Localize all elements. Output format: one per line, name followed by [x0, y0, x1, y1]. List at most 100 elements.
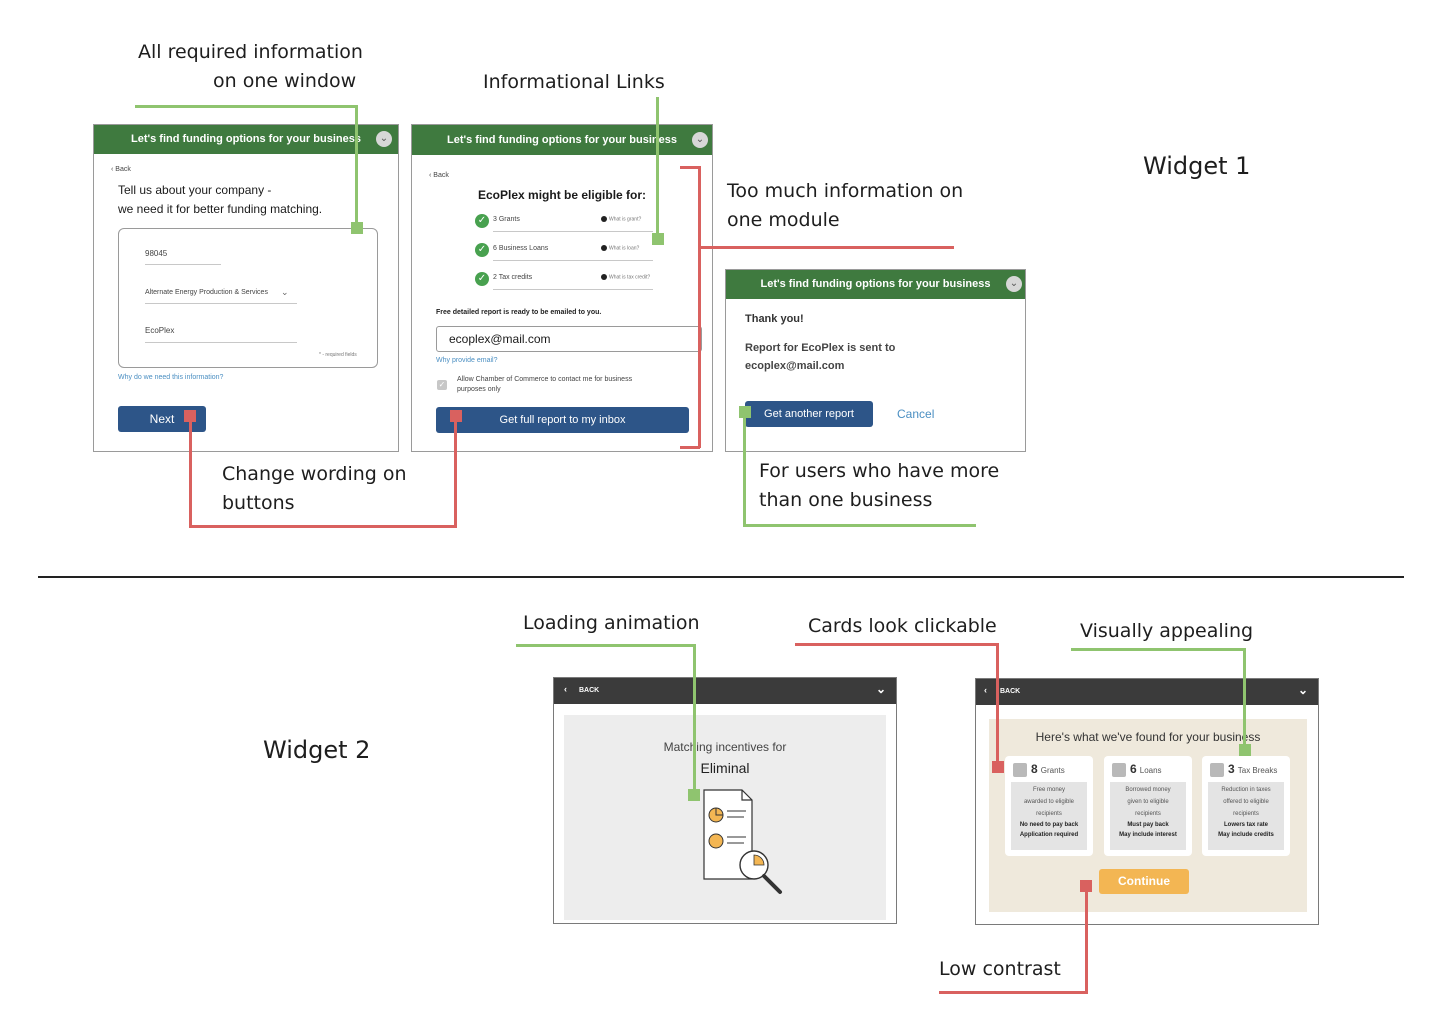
loans-count: 6	[1130, 762, 1137, 776]
report-sent-line1: Report for EcoPlex is sent to	[745, 342, 896, 354]
callout-line	[680, 166, 700, 169]
check-icon: ✓	[475, 243, 489, 257]
annotation-change-wording-line1: Change wording on	[222, 463, 407, 485]
tax-breaks-card-description: Reduction in taxes offered to eligible r…	[1208, 782, 1284, 850]
grants-card[interactable]: 8 Grants Free money awarded to eligible …	[1005, 756, 1093, 856]
callout-line	[743, 524, 976, 527]
info-icon	[601, 216, 607, 222]
tax-breaks-desc-2: offered to eligible	[1223, 799, 1269, 805]
widget1-screen-thank-you: Let's find funding options for your busi…	[725, 269, 1026, 452]
grants-card-title: 8 Grants	[1013, 762, 1065, 778]
collapse-chevron-icon[interactable]: ⌄	[1006, 276, 1022, 292]
what-is-loan-link[interactable]: What is loan?	[601, 245, 639, 251]
zip-field[interactable]: 98045	[145, 249, 168, 258]
back-link[interactable]: ‹ Back	[111, 166, 131, 173]
divider	[493, 289, 653, 290]
industry-chevron-down-icon[interactable]: ⌄	[281, 287, 289, 297]
label-widget-1: Widget 1	[1143, 152, 1251, 180]
widget2-screen-results: ‹ BACK ⌄ Here's what we've found for you…	[975, 678, 1319, 925]
eligibility-heading: EcoPlex might be eligible for:	[478, 188, 647, 202]
results-heading: Here's what we've found for your busines…	[1035, 730, 1261, 744]
company-heading: Tell us about your company - we need it …	[118, 181, 322, 219]
grants-count: 8	[1031, 762, 1038, 776]
email-input[interactable]: ecoplex@mail.com	[436, 326, 702, 352]
consent-text: Allow Chamber of Commerce to contact me …	[457, 375, 632, 395]
back-link[interactable]: ‹ Back	[429, 172, 449, 179]
industry-select[interactable]: Alternate Energy Production & Services	[145, 289, 268, 296]
grants-desc-3: recipients	[1036, 811, 1062, 817]
tax-breaks-label: Tax Breaks	[1237, 766, 1278, 775]
callout-line	[189, 525, 457, 528]
consent-text-line2: purposes only	[457, 386, 501, 393]
back-label[interactable]: BACK	[1000, 688, 1021, 695]
why-info-link[interactable]: Why do we need this information?	[118, 374, 224, 381]
company-fields-box: 98045 Alternate Energy Production & Serv…	[118, 228, 378, 368]
consent-checkbox[interactable]: ✓	[437, 380, 447, 390]
company-name-field[interactable]: EcoPlex	[145, 326, 175, 335]
report-sent-text: Report for EcoPlex is sent to ecoplex@ma…	[745, 339, 895, 375]
grants-icon	[1013, 763, 1027, 778]
tax-breaks-bold-1: Lowers tax rate	[1223, 822, 1269, 828]
get-full-report-button[interactable]: Get full report to my inbox	[436, 407, 689, 433]
widget1-screen2-header: Let's find funding options for your busi…	[412, 125, 712, 155]
back-chevron-icon[interactable]: ‹	[564, 684, 567, 694]
annotation-too-much-line2: one module	[727, 209, 840, 231]
annotation-loading-animation: Loading animation	[523, 612, 700, 634]
why-email-link[interactable]: Why provide email?	[436, 357, 498, 364]
tax-breaks-count: 3	[1228, 762, 1235, 776]
what-is-loan-label: What is loan?	[609, 245, 640, 252]
divider	[493, 231, 653, 232]
collapse-chevron-icon[interactable]: ⌄	[692, 132, 708, 148]
grants-bold-2: Application required	[1019, 832, 1079, 838]
what-is-grant-link[interactable]: What is grant?	[601, 216, 641, 222]
widget1-screen2-header-title: Let's find funding options for your busi…	[447, 134, 677, 146]
callout-marker	[992, 761, 1004, 773]
widget1-screen3-header: Let's find funding options for your busi…	[726, 270, 1025, 299]
get-another-report-button[interactable]: Get another report	[745, 401, 873, 427]
grants-bold-1: No need to pay back	[1019, 822, 1079, 828]
loans-card[interactable]: 6 Loans Borrowed money given to eligible…	[1104, 756, 1192, 856]
loans-icon	[1112, 763, 1126, 778]
loading-panel: Matching incentives for Eliminal	[564, 715, 886, 920]
loans-desc-2: given to eligible	[1127, 799, 1169, 805]
loans-desc-3: recipients	[1135, 811, 1161, 817]
loans-bold-2: May include interest	[1119, 832, 1177, 838]
back-chevron-icon[interactable]: ‹	[984, 685, 987, 695]
industry-underline	[145, 303, 297, 304]
annotation-all-required-line2: on one window	[213, 70, 357, 92]
callout-line	[135, 105, 357, 108]
widget1-screen1-header-title: Let's find funding options for your busi…	[131, 133, 361, 145]
zip-field-underline	[145, 264, 221, 265]
report-search-icon	[703, 789, 782, 894]
widget1-screen3-header-title: Let's find funding options for your busi…	[760, 278, 991, 290]
annotation-cards-clickable: Cards look clickable	[808, 615, 997, 637]
tax-breaks-bold-2: May include credits	[1218, 832, 1274, 838]
report-sent-line2: ecoplex@mail.com	[745, 360, 845, 372]
loans-card-description: Borrowed money given to eligible recipie…	[1110, 782, 1186, 850]
loans-desc-1: Borrowed money	[1125, 787, 1171, 793]
widget2-screen-loading: ‹ BACK ⌄ Matching incentives for Elimina…	[553, 677, 897, 924]
company-heading-line2: we need it for better funding matching.	[118, 202, 323, 216]
tax-breaks-desc-1: Reduction in taxes	[1221, 787, 1271, 793]
callout-line	[656, 97, 659, 238]
annotation-more-business-line1: For users who have more	[759, 460, 1000, 482]
annotation-informational-links: Informational Links	[483, 71, 665, 93]
company-heading-line1: Tell us about your company -	[118, 183, 272, 197]
collapse-chevron-icon[interactable]: ⌄	[376, 131, 392, 147]
collapse-chevron-icon[interactable]: ⌄	[1297, 683, 1308, 697]
continue-button[interactable]: Continue	[1099, 869, 1189, 894]
back-label: Back	[115, 166, 131, 173]
tax-breaks-card[interactable]: 3 Tax Breaks Reduction in taxes offered …	[1202, 756, 1290, 856]
callout-marker	[652, 233, 664, 245]
what-is-tax-credit-link[interactable]: What is tax credit?	[601, 274, 650, 280]
loans-card-title: 6 Loans	[1112, 762, 1162, 778]
eligibility-item-tax-credits: 2 Tax credits	[493, 274, 533, 281]
check-icon: ✓	[475, 272, 489, 286]
required-note: * - required fields	[319, 352, 357, 358]
annotation-low-contrast: Low contrast	[939, 958, 1061, 980]
eligibility-item-loans: 6 Business Loans	[493, 245, 549, 252]
callout-marker	[1239, 744, 1251, 756]
cancel-link[interactable]: Cancel	[897, 407, 935, 421]
collapse-chevron-icon[interactable]: ⌄	[875, 682, 886, 696]
back-label[interactable]: BACK	[579, 687, 600, 694]
